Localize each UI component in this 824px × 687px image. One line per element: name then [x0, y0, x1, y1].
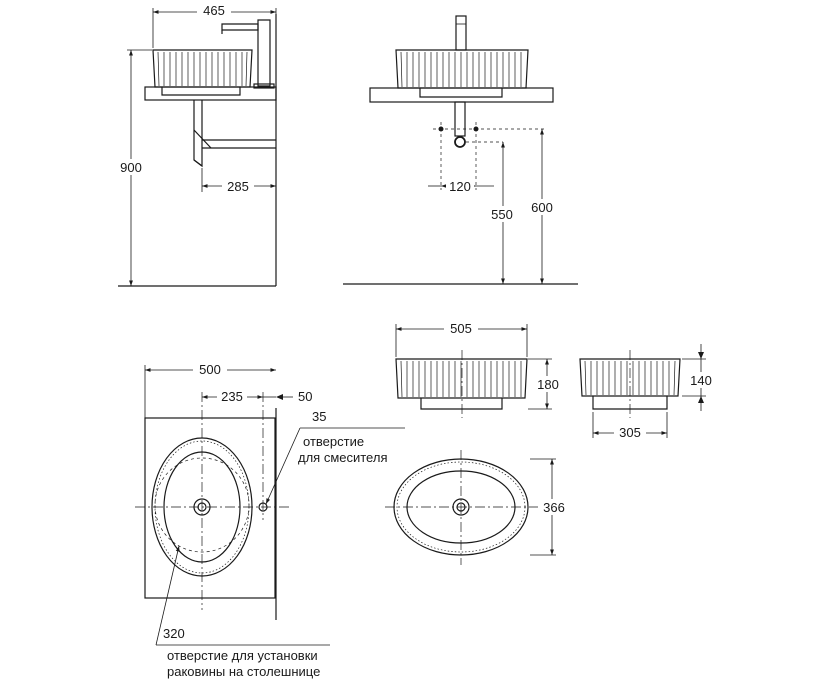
dim-235-label: 235: [221, 389, 243, 404]
front-waste-pipe: [454, 101, 466, 137]
basin-hole-label-line1: отверстие для установки: [167, 648, 318, 663]
basin-side-body: [579, 358, 681, 397]
basin-elevation-foot: [420, 398, 503, 410]
basin-hole-leader: [155, 545, 180, 646]
side-basin-foot: [161, 87, 241, 96]
dim-500-label: 500: [199, 362, 221, 377]
top-view: 500 235 50 35 отверстие для смесителя 32…: [135, 361, 405, 679]
side-tap-body: [257, 19, 271, 87]
basin-elevation: 505 180: [395, 320, 564, 418]
dim-505-label: 505: [450, 321, 472, 336]
side-basin-ribs: [157, 51, 248, 87]
front-countertop: [369, 87, 554, 103]
side-drain-pipe: [193, 139, 276, 167]
mixer-hole-label-line2: для смесителя: [298, 450, 387, 465]
basin-hole-label-line2: раковины на столешнице: [167, 664, 320, 679]
basin-side-elevation: 140 305: [579, 344, 716, 440]
side-tap-spout: [221, 23, 259, 31]
mixer-hole-label-line1: отверстие: [303, 434, 364, 449]
side-countertop: [144, 86, 277, 101]
side-waste-pipe: [193, 100, 203, 168]
front-basin: [395, 49, 529, 89]
side-basin: [152, 49, 253, 88]
dim-50-label: 50: [298, 389, 312, 404]
top-countertop: [144, 417, 276, 599]
dim-600-label: 600: [531, 200, 553, 215]
mixer-hole-leader: [265, 427, 301, 505]
side-tap-base: [253, 83, 275, 89]
dim-180-label: 180: [537, 377, 559, 392]
basin-plan: 366: [385, 450, 570, 565]
top-basin-hole-circle: [154, 457, 250, 553]
front-basin-ribs: [400, 51, 522, 88]
dim-35-label: 35: [312, 409, 326, 424]
side-view: 465 900 285: [115, 3, 277, 287]
dim-305-label: 305: [619, 425, 641, 440]
basin-elevation-body: [395, 358, 528, 399]
dim-900-label: 900: [120, 160, 142, 175]
basin-elevation-ribs: [400, 360, 522, 398]
dim-465-label: 465: [203, 3, 225, 18]
dim-366-label: 366: [543, 500, 565, 515]
dim-120-label: 120: [449, 179, 471, 194]
front-tap: [455, 15, 467, 51]
dim-285-label: 285: [227, 179, 249, 194]
front-trap-outlet: [454, 136, 466, 148]
front-view: 120 550 600: [343, 15, 578, 285]
dim-550-label: 550: [491, 207, 513, 222]
basin-side-ribs: [584, 360, 676, 396]
dim-320-label: 320: [163, 626, 185, 641]
dim-140-label: 140: [690, 373, 712, 388]
front-basin-foot: [419, 88, 503, 98]
